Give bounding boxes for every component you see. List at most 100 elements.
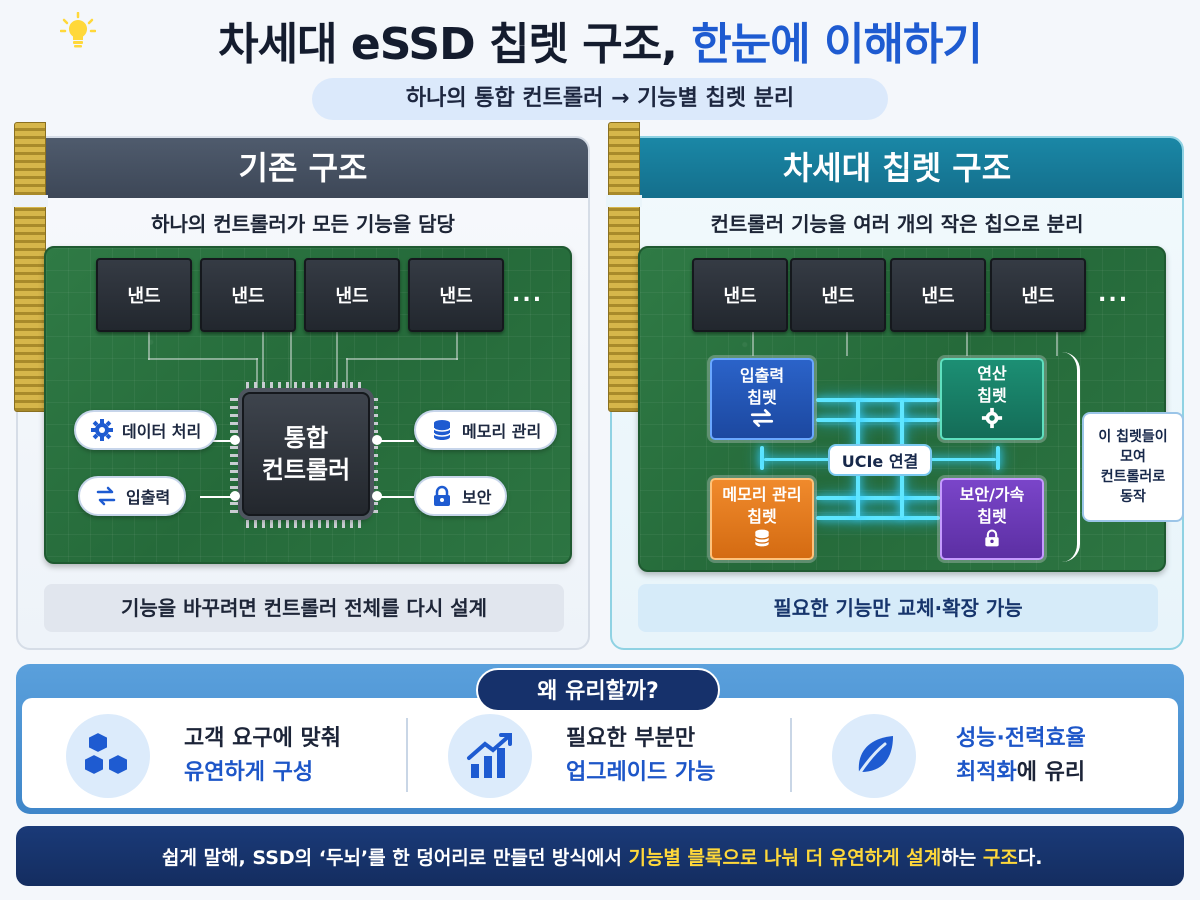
trace	[290, 320, 292, 398]
grouping-bracket	[1060, 352, 1080, 562]
summary-part3: 다.	[1017, 846, 1043, 869]
legacy-panel-header: 기존 구조	[18, 138, 588, 198]
why-section-title: 왜 유리할까?	[476, 668, 720, 712]
legacy-edge-connector	[14, 122, 46, 412]
io-badge: 입출력	[78, 476, 187, 516]
summary-highlight-2: 구조	[982, 846, 1018, 869]
swap-arrows-icon	[749, 409, 775, 433]
ucie-link	[816, 516, 940, 520]
badge-wire	[378, 496, 414, 498]
security-badge: 보안	[414, 476, 508, 516]
chiplet-edge-notch	[606, 195, 642, 207]
controller-pins-right	[370, 398, 378, 514]
nand-chip: 낸드	[990, 258, 1086, 332]
compute-chiplet: 연산 칩렛	[940, 358, 1044, 440]
database-icon	[752, 528, 772, 554]
nand-chip: 낸드	[890, 258, 986, 332]
chiplet-edge-connector	[608, 122, 640, 412]
wire-dot	[230, 491, 240, 501]
trace	[846, 320, 848, 356]
ucie-link	[996, 446, 1000, 470]
memory-management-label: 메모리 관리	[462, 422, 542, 441]
summary-banner: 쉽게 말해, SSD의 ‘두뇌’를 한 덩어리로 만들던 방식에서 기능별 블록…	[16, 826, 1184, 886]
lock-icon	[982, 528, 1002, 554]
subtitle-pill: 하나의 통합 컨트롤러 → 기능별 칩렛 분리	[312, 78, 888, 120]
why-divider	[790, 718, 792, 792]
why-item-1-line1: 고객 요구에 맞춰	[184, 726, 341, 751]
summary-highlight-1: 기능별 블록으로 나눠 더 유연하게 설계	[628, 846, 942, 869]
nand-more-indicator: ...	[512, 282, 544, 307]
title-accent: 한눈에 이해하기	[691, 19, 983, 70]
summary-text: 쉽게 말해, SSD의 ‘두뇌’를 한 덩어리로 만들던 방식에서 기능별 블록…	[162, 843, 1042, 870]
trace	[1056, 320, 1058, 356]
why-item-2-line2: 업그레이드 가능	[566, 760, 716, 785]
nand-more-indicator: ...	[1098, 282, 1130, 307]
chiplet-panel-footer: 필요한 기능만 교체·확장 가능	[638, 584, 1158, 632]
lightbulb-icon	[59, 11, 97, 48]
wire-dot	[372, 435, 382, 445]
trace	[966, 320, 968, 356]
why-section-body	[22, 698, 1178, 808]
io-chiplet-line1: 입출력	[739, 366, 785, 385]
integrated-controller-chip: 통합 컨트롤러	[242, 392, 370, 516]
trace	[148, 320, 150, 360]
memory-chiplet-line2: 칩렛	[747, 507, 777, 526]
controller-pins-top	[246, 382, 362, 390]
memory-management-badge: 메모리 관리	[414, 410, 558, 450]
nand-chip: 낸드	[200, 258, 296, 332]
leaf-icon	[832, 714, 916, 798]
trace	[336, 320, 338, 398]
why-item-3-line2-rest: 에 유리	[1016, 760, 1086, 785]
lock-icon	[430, 484, 454, 508]
controller-pins-bottom	[246, 520, 362, 528]
controller-label-line2: 컨트롤러	[261, 456, 351, 484]
trace	[346, 358, 348, 398]
security-chiplet-line1: 보안/가속	[959, 485, 1025, 504]
data-processing-badge: 데이터 처리	[74, 410, 218, 450]
gear-icon	[981, 407, 1003, 435]
security-accel-chiplet: 보안/가속 칩렛	[940, 478, 1044, 560]
chiplet-panel-description: 컨트롤러 기능을 여러 개의 작은 칩으로 분리	[710, 212, 1084, 236]
memory-management-chiplet: 메모리 관리 칩렛	[710, 478, 814, 560]
ucie-link	[760, 446, 764, 470]
compute-chiplet-line2: 칩렛	[977, 386, 1007, 405]
nand-chip: 낸드	[96, 258, 192, 332]
io-label: 입출력	[126, 488, 171, 507]
nand-chip: 낸드	[408, 258, 504, 332]
why-item-1-line2: 유연하게 구성	[184, 760, 314, 785]
summary-part1: 쉽게 말해, SSD의 ‘두뇌’를 한 덩어리로 만들던 방식에서	[162, 846, 629, 869]
trace	[456, 320, 458, 360]
io-chiplet: 입출력 칩렛	[710, 358, 814, 440]
badge-wire	[378, 440, 414, 442]
memory-chiplet-line1: 메모리 관리	[722, 485, 802, 504]
why-item-2-line1: 필요한 부분만	[566, 726, 696, 751]
why-item-3-line1: 성능·전력효율	[956, 726, 1086, 751]
legacy-panel-footer: 기능을 바꾸려면 컨트롤러 전체를 다시 설계	[44, 584, 564, 632]
why-item-flexible: 고객 요구에 맞춰 유연하게 구성	[66, 714, 341, 798]
io-chiplet-line2: 칩렛	[747, 388, 777, 407]
chiplet-callout: 이 칩렛들이 모여 컨트롤러로 동작	[1082, 412, 1184, 522]
nand-chip: 낸드	[692, 258, 788, 332]
why-divider	[406, 718, 408, 792]
swap-arrows-icon	[94, 484, 118, 508]
trace	[148, 358, 258, 360]
database-icon	[430, 418, 454, 442]
trace	[262, 320, 264, 398]
cubes-icon	[66, 714, 150, 798]
wire-dot	[230, 435, 240, 445]
chiplet-panel-header: 차세대 칩렛 구조	[612, 138, 1182, 198]
nand-chip: 낸드	[790, 258, 886, 332]
ucie-link	[816, 496, 940, 500]
trace	[346, 358, 458, 360]
security-label: 보안	[462, 488, 492, 507]
trace	[752, 320, 754, 356]
summary-part2: 하는	[941, 846, 983, 869]
nand-chip: 낸드	[304, 258, 400, 332]
legacy-edge-notch	[12, 195, 48, 207]
legacy-panel-description: 하나의 컨트롤러가 모든 기능을 담당	[151, 212, 455, 236]
ucie-link-label: UCIe 연결	[828, 444, 932, 476]
callout-line1: 이 칩렛들이	[1098, 429, 1168, 445]
page-title: 차세대 eSSD 칩렛 구조, 한눈에 이해하기	[0, 8, 1200, 72]
why-item-3-line2: 최적화	[956, 760, 1017, 785]
security-chiplet-line2: 칩렛	[977, 507, 1007, 526]
